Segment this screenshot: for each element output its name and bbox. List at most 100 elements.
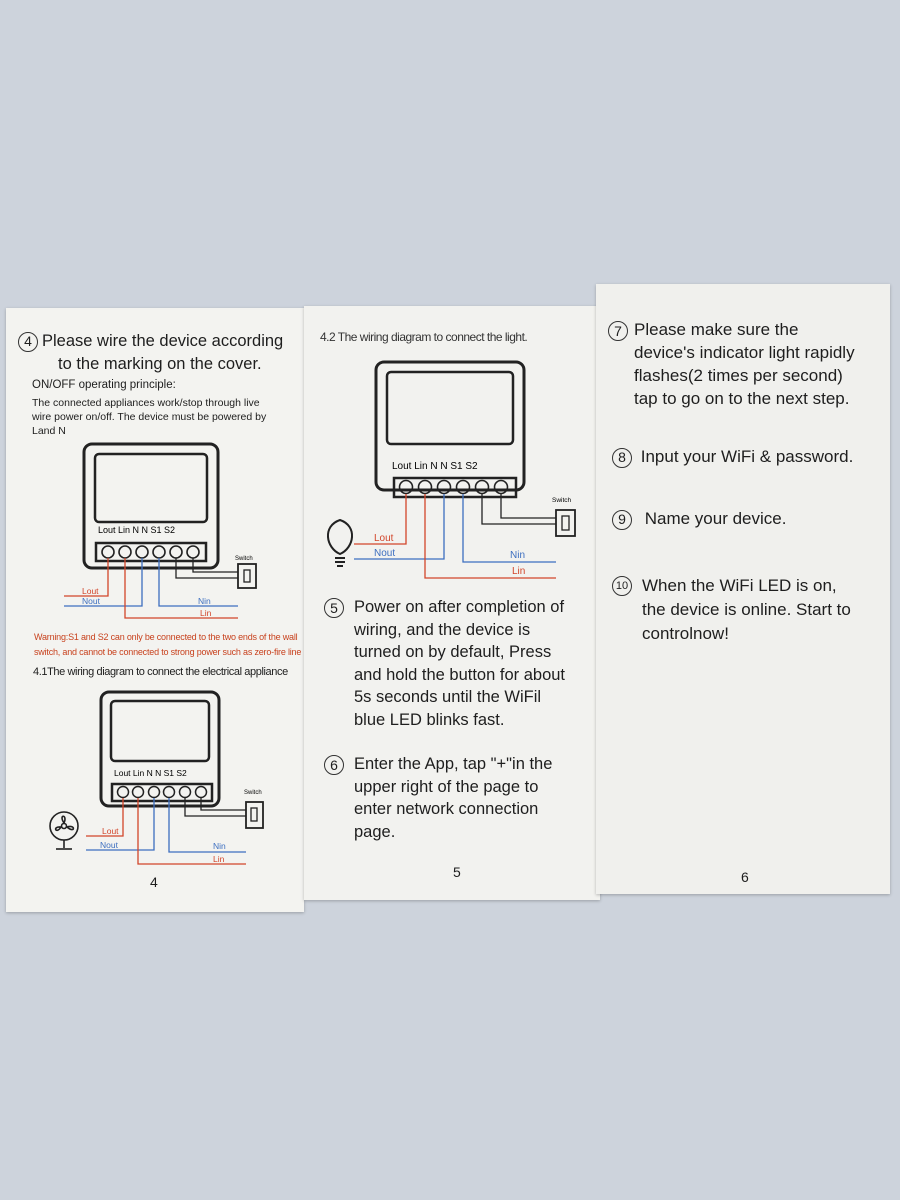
nout-label: Nout	[100, 840, 119, 850]
terminal-screws	[101, 545, 200, 559]
manual-page-5: 4.2 The wiring diagram to connect the li…	[304, 306, 600, 900]
step-9: 9 Name your device.	[612, 508, 890, 531]
wiring-diagram-a: Lout Lin N N S1 S2 Switch Lout Nout Nin …	[64, 442, 257, 619]
page-number: 6	[741, 869, 749, 885]
wall-switch-icon	[237, 563, 257, 589]
lin-label: Lin	[213, 854, 225, 864]
terminal-screws	[116, 785, 208, 799]
terminal-labels: Lout Lin N N S1 S2	[392, 461, 478, 472]
step-8-text: Input your WiFi & password.	[640, 447, 854, 466]
principle-title: ON/OFF operating principle:	[32, 379, 176, 391]
step-10-line: controlnow!	[642, 624, 729, 643]
lin-label: Lin	[200, 608, 212, 618]
lin-wire	[137, 798, 246, 865]
step-5-line: Power on after completion of	[354, 598, 565, 616]
device-body	[99, 690, 221, 808]
s1-wire	[175, 558, 238, 579]
light-bulb-icon	[327, 518, 353, 567]
wiring-diagram-appliance: Lout Lin N N S1 S2 Switch Lout Nout Nin …	[49, 690, 264, 865]
step-4-line2: to the marking on the cover.	[58, 354, 262, 373]
step-number-badge: 4	[18, 331, 38, 352]
device-body	[82, 442, 220, 570]
nout-wire	[86, 798, 155, 851]
device-cover	[93, 452, 209, 524]
step-9-text: Name your device.	[644, 509, 787, 528]
device-cover	[385, 370, 515, 446]
lin-label: Lin	[512, 566, 525, 577]
step-number-badge: 10	[612, 576, 632, 596]
page-number: 5	[453, 864, 461, 880]
step-5-line: turned on by default, Press	[354, 643, 552, 661]
step-number-badge: 5	[324, 598, 344, 618]
switch-label: Switch	[552, 497, 572, 504]
step-6-line: page.	[354, 822, 396, 841]
switch-label: Switch	[244, 790, 262, 796]
step-6-line: upper right of the page to	[354, 777, 539, 796]
switch-label: Switch	[235, 556, 253, 562]
step-number-badge: 9	[612, 509, 632, 530]
nout-wire	[354, 494, 445, 560]
nin-label: Nin	[198, 596, 211, 606]
step-5-line: wiring, and the device is	[354, 620, 531, 639]
switch-rocker	[561, 515, 570, 531]
switch-rocker	[250, 807, 258, 822]
lout-label: Lout	[102, 826, 119, 836]
wall-switch-icon	[555, 509, 576, 537]
lout-wire	[354, 494, 407, 545]
step-6: 6 Enter the App, tap "+"in the upper rig…	[324, 753, 600, 843]
step-4-line1: Please wire the device according	[42, 332, 284, 350]
principle-text: The connected appliances work/stop throu…	[32, 396, 304, 438]
lin-wire	[124, 558, 238, 619]
step-7: 7 Please make sure the device's indicato…	[608, 318, 890, 410]
terminal-block	[94, 541, 208, 563]
diagram-4-2-title: 4.2 The wiring diagram to connect the li…	[320, 330, 528, 344]
principle-line: Land N	[32, 425, 66, 437]
step-number-badge: 6	[324, 755, 344, 775]
terminal-block	[110, 782, 214, 803]
device-cover	[109, 699, 211, 763]
wiring-diagram-light: Lout Lin N N S1 S2 Switch Lout Nout Nin …	[327, 360, 576, 579]
warning-text: Warning:S1 and S2 can only be connected …	[34, 630, 304, 660]
step-10: 10 When the WiFi LED is on, the device i…	[612, 574, 890, 646]
step-7-line: flashes(2 times per second)	[634, 366, 843, 385]
lout-wire	[86, 798, 124, 837]
s1-wire	[481, 494, 556, 525]
lout-wire	[64, 558, 109, 597]
s2-wire	[192, 558, 238, 573]
lout-label: Lout	[374, 533, 394, 544]
nin-wire	[462, 494, 556, 563]
nin-wire	[158, 558, 238, 607]
step-10-line: the device is online. Start to	[642, 600, 851, 619]
step-8: 8 Input your WiFi & password.	[612, 446, 890, 469]
switch-rocker	[243, 569, 251, 583]
principle-line: wire power on/off. The device must be po…	[32, 411, 267, 423]
terminal-screws	[398, 479, 509, 495]
step-6-line: Enter the App, tap "+"in the	[354, 755, 553, 773]
warning-line: switch, and cannot be connected to stron…	[34, 647, 302, 657]
nin-label: Nin	[213, 841, 226, 851]
step-10-line: When the WiFi LED is on,	[642, 576, 837, 595]
step-7-line: tap to go on to the next step.	[634, 389, 850, 408]
principle-line: The connected appliances work/stop throu…	[32, 397, 260, 409]
nout-label: Nout	[82, 596, 101, 606]
nin-wire	[168, 798, 246, 853]
step-6-line: enter network connection	[354, 800, 539, 818]
lin-wire	[424, 494, 556, 579]
fan-icon	[49, 811, 79, 850]
lout-label: Lout	[82, 586, 99, 596]
terminal-block	[392, 476, 518, 499]
terminal-labels: Lout Lin N N S1 S2	[114, 768, 187, 778]
step-number-badge: 8	[612, 447, 632, 468]
terminal-labels: Lout Lin N N S1 S2	[98, 525, 175, 535]
s2-wire	[500, 494, 556, 519]
step-5-line: blue LED blinks fast.	[354, 710, 505, 729]
step-5: 5 Power on after completion of wiring, a…	[324, 596, 600, 731]
nin-label: Nin	[510, 550, 525, 561]
wall-switch-icon	[245, 801, 264, 829]
step-5-line: 5s seconds until the WiFil	[354, 688, 542, 706]
page-number: 4	[150, 874, 158, 890]
s2-wire	[200, 798, 246, 811]
step-7-line: Please make sure the	[634, 320, 799, 339]
